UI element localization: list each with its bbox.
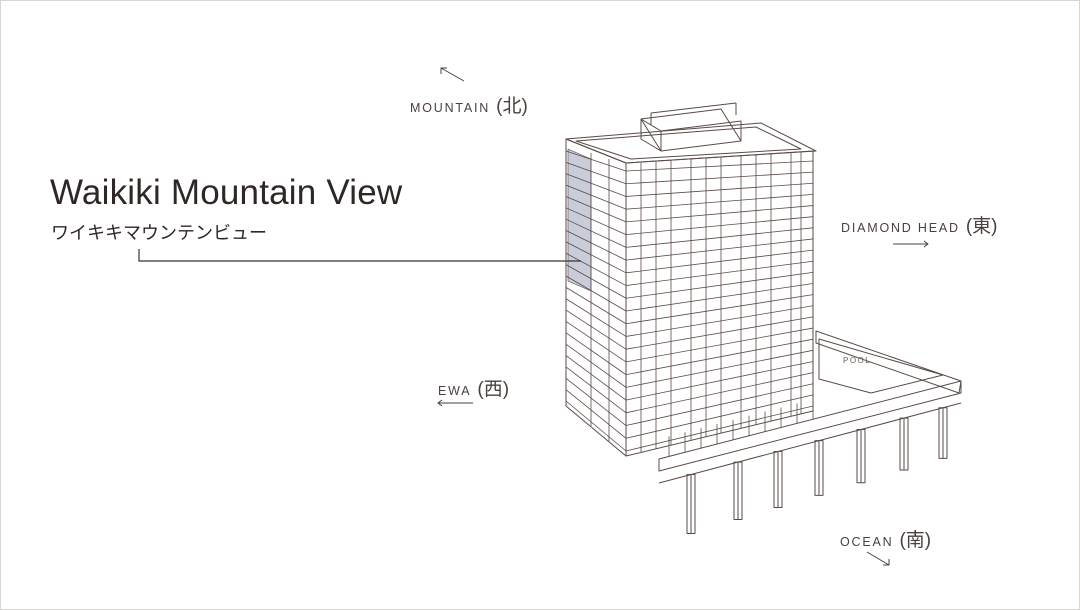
arrow-mountain-icon bbox=[440, 67, 465, 82]
floor-line bbox=[625, 372, 814, 414]
floor-line bbox=[565, 207, 627, 236]
arrow-ocean-icon bbox=[866, 551, 890, 566]
leader-line bbox=[138, 249, 581, 262]
floor-line bbox=[625, 249, 814, 274]
floor-line bbox=[625, 182, 814, 197]
floor-line bbox=[565, 150, 627, 172]
direction-diamond-head-kanji: (東) bbox=[965, 216, 998, 237]
podium-deck bbox=[815, 330, 962, 394]
direction-ewa-kanji: (西) bbox=[477, 379, 510, 400]
floor-line bbox=[625, 383, 814, 426]
direction-mountain-kanji: (北) bbox=[496, 96, 528, 117]
floor-line bbox=[565, 218, 627, 248]
arrow-ewa-icon bbox=[437, 399, 473, 407]
floor-line bbox=[625, 294, 814, 325]
floor-line bbox=[565, 264, 627, 299]
floor-line bbox=[625, 216, 814, 236]
floor-line bbox=[625, 160, 814, 172]
floor-line bbox=[625, 305, 814, 337]
floor-line bbox=[565, 275, 627, 312]
floor-line bbox=[565, 389, 627, 439]
floor-line bbox=[625, 227, 814, 248]
floor-line bbox=[625, 205, 814, 223]
floor-line bbox=[625, 394, 814, 439]
floor-line bbox=[565, 343, 627, 388]
direction-diamond-head-label: DIAMOND HEAD bbox=[841, 221, 960, 235]
floor-line bbox=[565, 252, 627, 286]
podium-front bbox=[658, 380, 962, 472]
floor-line bbox=[565, 321, 627, 363]
floor-line bbox=[565, 230, 627, 261]
tower-roof bbox=[565, 122, 817, 164]
floor-line bbox=[625, 238, 814, 261]
floor-line bbox=[565, 366, 627, 414]
podium-columns bbox=[686, 407, 948, 534]
floor-line bbox=[565, 400, 627, 452]
pool bbox=[818, 338, 944, 394]
direction-ewa-label: EWA bbox=[438, 384, 472, 398]
floor-line bbox=[625, 349, 814, 388]
floor-line bbox=[565, 332, 627, 375]
floor-line bbox=[625, 194, 814, 210]
direction-ocean-kanji: (南) bbox=[899, 530, 932, 551]
floor-line bbox=[625, 327, 814, 363]
floor-line bbox=[565, 161, 627, 185]
direction-mountain: MOUNTAIN (北) bbox=[410, 91, 528, 118]
floor-line bbox=[625, 171, 814, 185]
view-subtitle: ワイキキマウンテンビュー bbox=[51, 223, 267, 243]
floor-line bbox=[565, 241, 627, 274]
floor-line bbox=[565, 309, 627, 350]
floor-line bbox=[565, 184, 627, 210]
arrow-diamond-head-icon bbox=[893, 240, 929, 248]
floor-line bbox=[625, 405, 814, 452]
direction-mountain-label: MOUNTAIN bbox=[410, 101, 491, 115]
floor-line bbox=[565, 377, 627, 426]
floor-line bbox=[625, 361, 814, 401]
direction-diamond-head: DIAMOND HEAD (東) bbox=[841, 211, 998, 238]
floor-line bbox=[625, 283, 814, 312]
floor-line bbox=[565, 355, 627, 401]
direction-ewa: EWA (西) bbox=[438, 374, 509, 401]
floor-line bbox=[565, 173, 627, 197]
floor-line bbox=[565, 287, 627, 325]
view-title: Waikiki Mountain View bbox=[50, 173, 403, 212]
floor-line bbox=[625, 338, 814, 376]
pool-label: POOL bbox=[843, 356, 872, 365]
direction-ocean-label: OCEAN bbox=[840, 535, 894, 549]
floor-line bbox=[625, 260, 814, 286]
floor-line bbox=[565, 298, 627, 337]
floor-line bbox=[625, 316, 814, 350]
floor-line bbox=[625, 271, 814, 299]
rooftop-structure bbox=[640, 108, 742, 152]
direction-ocean: OCEAN (南) bbox=[840, 525, 931, 552]
floor-line bbox=[565, 196, 627, 223]
